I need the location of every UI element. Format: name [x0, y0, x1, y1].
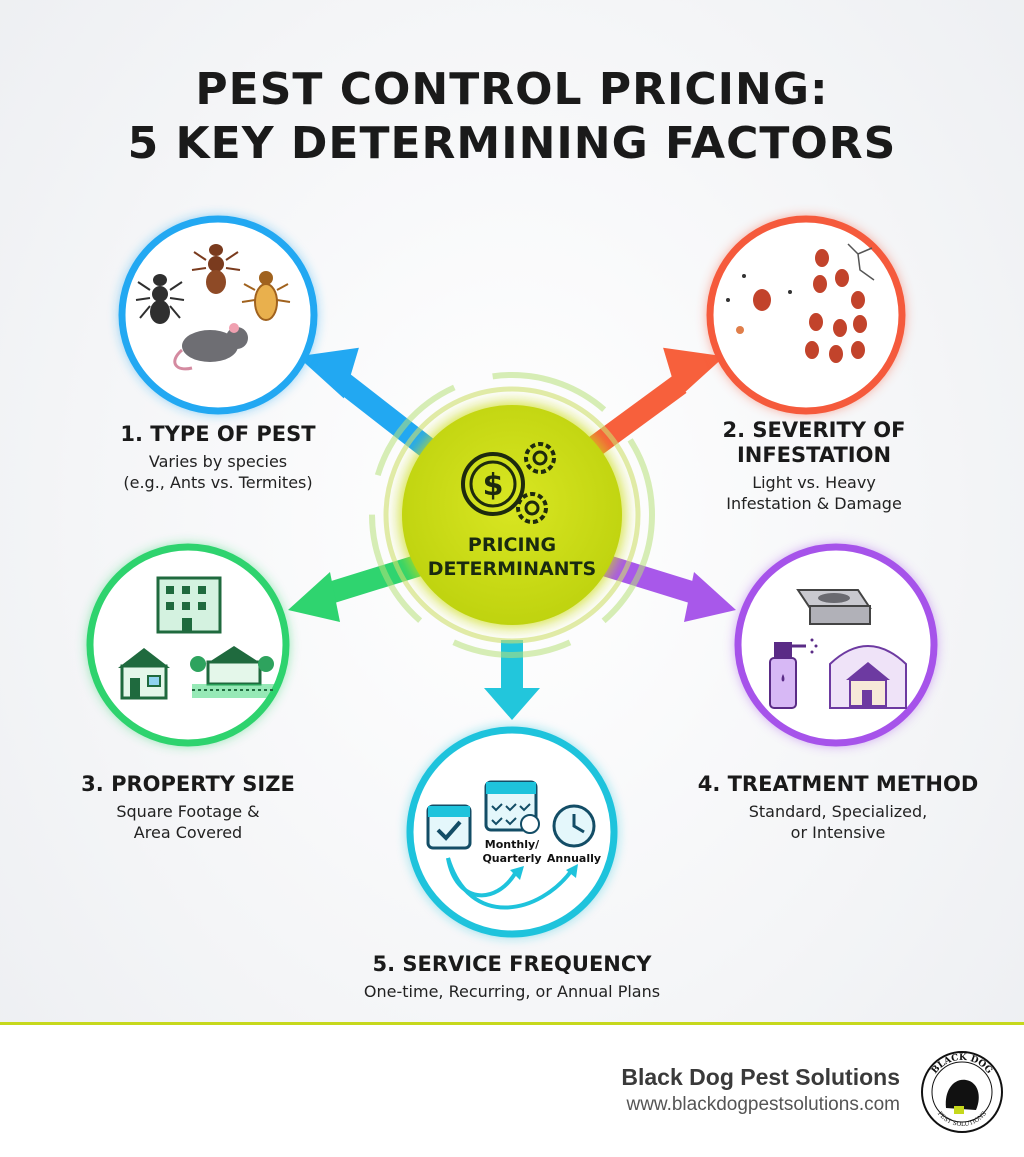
center-label-line-1: PRICING: [467, 534, 557, 556]
factor-circle-severity: [706, 215, 906, 415]
tent-fumigation-icon: [829, 645, 907, 709]
clock-icon: [552, 804, 596, 848]
center-label-line-2: DETERMINANTS: [427, 558, 597, 580]
house-icon: [118, 648, 170, 700]
factor-description-line-2: Area Covered: [133, 823, 243, 842]
factor-heading: 3. PROPERTY SIZE: [81, 772, 295, 796]
factor-heading: 4. TREATMENT METHOD: [697, 772, 979, 796]
company-url[interactable]: www.blackdogpestsolutions.com: [626, 1094, 900, 1115]
dollar-gears-icon: $: [461, 442, 556, 524]
frequency-label-annually: Annually: [547, 852, 601, 865]
factor-description-line-1: Light vs. Heavy: [752, 473, 876, 492]
factor-label-service-frequency: 5. SERVICE FREQUENCY One-time, Recurring…: [292, 952, 732, 1002]
arrow-service-frequency: [484, 640, 540, 720]
factor-label-severity: 2. SEVERITY OF INFESTATION Light vs. Hea…: [664, 418, 964, 514]
apartment-building-icon: [156, 576, 222, 634]
frequency-label-monthly: Monthly/: [485, 838, 540, 851]
pricing-diagram: $: [86, 215, 938, 938]
factor-circle-treatment-method: [734, 543, 938, 747]
factor-heading: 5. SERVICE FREQUENCY: [372, 952, 652, 976]
rat-icon: [173, 323, 248, 371]
termite-icon: [241, 271, 291, 321]
cycle-arrow-long: [446, 857, 574, 910]
arrow-property-size: [288, 554, 424, 622]
factor-heading-line-2: INFESTATION: [736, 443, 892, 467]
page-title-line-2: 5 KEY DETERMINING FACTORS: [127, 118, 897, 169]
footer-bar: [0, 1022, 1024, 1157]
factor-description-line-1: Varies by species: [148, 452, 288, 471]
factor-circle-property-size: [86, 543, 290, 747]
bugs-icon: [726, 243, 875, 363]
ant-brown-icon: [191, 244, 241, 294]
estate-house-icon: [190, 646, 274, 698]
center-hub: $: [369, 372, 655, 658]
spray-bottle-icon: [769, 638, 818, 709]
factor-description-line-2: (e.g., Ants vs. Termites): [123, 473, 313, 492]
frequency-label-quarterly: Quarterly: [482, 852, 541, 865]
page-title-line-1: PEST CONTROL PRICING:: [195, 64, 829, 115]
center-label: PRICING DETERMINANTS: [400, 533, 624, 581]
arrow-treatment-method: [600, 554, 736, 622]
calendar-check-icon: [426, 804, 472, 850]
factor-description-line-1: Square Footage &: [116, 802, 260, 821]
factor-description-line-1: Standard, Specialized,: [748, 802, 928, 821]
factor-label-treatment-method: 4. TREATMENT METHOD Standard, Specialize…: [680, 772, 996, 843]
company-logo: BLACK DOG PEST SOLUTIONS: [921, 1051, 1003, 1133]
svg-text:$: $: [483, 468, 504, 503]
factor-label-type-of-pest: 1. TYPE OF PEST Varies by species (e.g.,…: [58, 422, 378, 493]
factor-description-line-2: Infestation & Damage: [726, 494, 902, 513]
factor-circle-type-of-pest: [118, 215, 318, 415]
ant-icon: [135, 274, 185, 324]
factor-description: One-time, Recurring, or Annual Plans: [363, 982, 661, 1001]
bait-station-icon: [796, 589, 872, 625]
factor-heading-line-1: 2. SEVERITY OF: [722, 418, 906, 442]
calendar-schedule-icon: [484, 780, 540, 834]
arrow-severity: [583, 347, 725, 459]
factor-circle-service-frequency: Monthly/ Quarterly Annually: [406, 726, 618, 938]
footer-brand: Black Dog Pest Solutions www.blackdogpes…: [621, 1064, 900, 1116]
company-name: Black Dog Pest Solutions: [621, 1064, 900, 1090]
factor-heading: 1. TYPE OF PEST: [120, 422, 316, 446]
factor-label-property-size: 3. PROPERTY SIZE Square Footage & Area C…: [28, 772, 348, 843]
factor-description-line-2: or Intensive: [790, 823, 886, 842]
